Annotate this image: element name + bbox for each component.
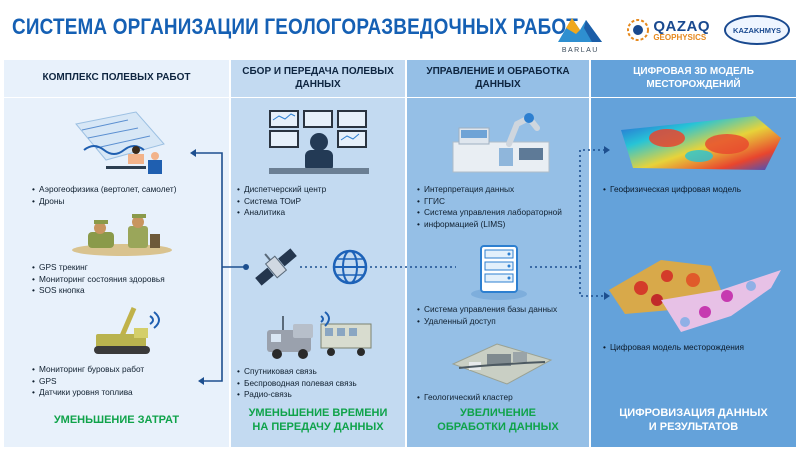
- bullet-list: GPS трекинг Мониторинг состояния здоровь…: [32, 262, 165, 297]
- connector-line: [579, 267, 604, 297]
- barlau-wordmark: BARLAU: [561, 47, 599, 54]
- bullet-list: Аэрогеофизика (вертолет, самолет) Дроны: [32, 184, 176, 207]
- list-item: Система ТОиР: [237, 196, 326, 208]
- deposit-3d-model: [609, 260, 781, 332]
- geophysics-wordmark: GEOPHYSICS: [653, 32, 707, 42]
- column-field-works: КОМПЛЕКС ПОЛЕВЫХ РАБОТ Аэрогеофизика (ве…: [4, 60, 229, 447]
- list-item: Датчики уровня топлива: [32, 387, 144, 399]
- column-data-management: УПРАВЛЕНИЕ И ОБРАБОТКА ДАННЫХ Интерпрета…: [407, 60, 589, 447]
- dispatch-center-illustration: [269, 110, 369, 174]
- column-outcome: УВЕЛИЧЕНИЕ ОБРАБОТКИ ДАННЫХ: [407, 393, 589, 447]
- list-item: Радио-связь: [237, 389, 357, 401]
- bullet-list: Интерпретация данных ГГИС Система управл…: [417, 184, 562, 230]
- list-item: Дроны: [32, 196, 176, 208]
- bullet-list: Геологический кластер: [417, 392, 513, 404]
- column-header: УПРАВЛЕНИЕ И ОБРАБОТКА ДАННЫХ: [407, 60, 589, 98]
- arrow-icon: [198, 377, 204, 385]
- list-item: Система управления лабораторной: [417, 207, 562, 219]
- qazaq-wordmark: QAZAQ: [653, 17, 710, 35]
- dot-icon: [243, 264, 249, 270]
- column-outcome: УМЕНЬШЕНИЕ ЗАТРАТ: [53, 413, 180, 426]
- arrow-icon: [190, 149, 196, 157]
- satellite-illustration: [255, 248, 297, 286]
- bullet-list: Цифровая модель месторождения: [603, 342, 744, 354]
- geology-cluster-illustration: [451, 343, 553, 385]
- geophysical-3d-model: [621, 116, 781, 170]
- page-title: СИСТЕМА ОРГАНИЗАЦИИ ГЕОЛОГОРАЗВЕДОЧНЫХ Р…: [12, 14, 579, 39]
- list-item: ГГИС: [417, 196, 562, 208]
- list-item: Интерпретация данных: [417, 184, 562, 196]
- field-vehicle-illustration: [267, 311, 372, 359]
- bullet-list: Диспетчерский центр Система ТОиР Аналити…: [237, 184, 326, 219]
- list-item: Спутниковая связь: [237, 366, 357, 378]
- list-item: Система управления базы данных: [417, 304, 557, 316]
- list-item: GPS: [32, 376, 144, 388]
- list-item: Мониторинг буровых работ: [32, 364, 144, 376]
- kazakhmys-wordmark: KAZAKHMYS: [733, 25, 781, 35]
- column-outcome: ЦИФРОВИЗАЦИЯ ДАННЫХ И РЕЗУЛЬТАТОВ: [591, 393, 796, 447]
- bullet-list: Геофизическая цифровая модель: [603, 184, 741, 196]
- outcome-line: УВЕЛИЧЕНИЕ: [459, 406, 536, 419]
- column-header: СБОР И ПЕРЕДАЧА ПОЛЕВЫХ ДАННЫХ: [231, 60, 405, 98]
- outcome-line: ОБРАБОТКИ ДАННЫХ: [437, 421, 559, 433]
- bullet-list: Система управления базы данных Удаленный…: [417, 304, 557, 327]
- column-3d-models: ЦИФРОВАЯ 3D МОДЕЛЬ МЕСТОРОЖДЕНИЙ Геофизи…: [591, 60, 796, 447]
- outcome-line: И РЕЗУЛЬТАТОВ: [648, 421, 739, 433]
- globe-icon: [627, 19, 650, 41]
- list-item: Удаленный доступ: [417, 316, 557, 328]
- list-item: Геофизическая цифровая модель: [603, 184, 741, 196]
- partner-logos: BARLAU QAZAQ GEOPHYSICS KAZAKHMYS: [548, 6, 790, 54]
- kazakhmys-logo: KAZAKHMYS: [724, 15, 790, 45]
- column-outcome: УМЕНЬШЕНИЕ ВРЕМЕНИ НА ПЕРЕДАЧУ ДАННЫХ: [231, 393, 405, 447]
- arrow-icon: [604, 146, 610, 154]
- qazaq-geophysics-logo: QAZAQ GEOPHYSICS: [626, 18, 710, 42]
- outcome-line: ЦИФРОВИЗАЦИЯ ДАННЫХ: [619, 406, 768, 419]
- globe-icon: [332, 249, 368, 285]
- server-illustration: [471, 245, 527, 300]
- list-item: Аэрогеофизика (вертолет, самолет): [32, 184, 176, 196]
- list-item: Цифровая модель месторождения: [603, 342, 744, 354]
- connector-line: [196, 152, 223, 382]
- field-workers-illustration: [72, 214, 172, 256]
- bullet-list: Спутниковая связь Беспроводная полевая с…: [237, 366, 357, 401]
- column-data-transfer: СБОР И ПЕРЕДАЧА ПОЛЕВЫХ ДАННЫХ Диспетчер…: [231, 60, 405, 447]
- bullet-list: Мониторинг буровых работ GPS Датчики уро…: [32, 364, 144, 399]
- drilling-rig-illustration: [94, 307, 160, 354]
- list-item: Беспроводная полевая связь: [237, 378, 357, 390]
- list-item: GPS трекинг: [32, 262, 165, 274]
- list-item: Мониторинг состояния здоровья: [32, 274, 165, 286]
- column-header: КОМПЛЕКС ПОЛЕВЫХ РАБОТ: [4, 60, 229, 98]
- barlau-logo: BARLAU: [548, 6, 612, 54]
- column-header: ЦИФРОВАЯ 3D МОДЕЛЬ МЕСТОРОЖДЕНИЙ: [591, 60, 796, 98]
- connector-line: [530, 149, 604, 268]
- list-item: Диспетчерский центр: [237, 184, 326, 196]
- list-item: SOS кнопка: [32, 285, 165, 297]
- outcome-line: УМЕНЬШЕНИЕ ВРЕМЕНИ: [248, 406, 388, 419]
- outcome-line: НА ПЕРЕДАЧУ ДАННЫХ: [252, 421, 384, 433]
- aerial-survey-illustration: [75, 111, 165, 174]
- list-item: Аналитика: [237, 207, 326, 219]
- list-item: информацией (LIMS): [417, 219, 562, 231]
- lab-robot-illustration: [452, 113, 550, 173]
- mountain-icon: [558, 18, 603, 42]
- arrow-icon: [604, 292, 610, 300]
- list-item: Геологический кластер: [417, 392, 513, 404]
